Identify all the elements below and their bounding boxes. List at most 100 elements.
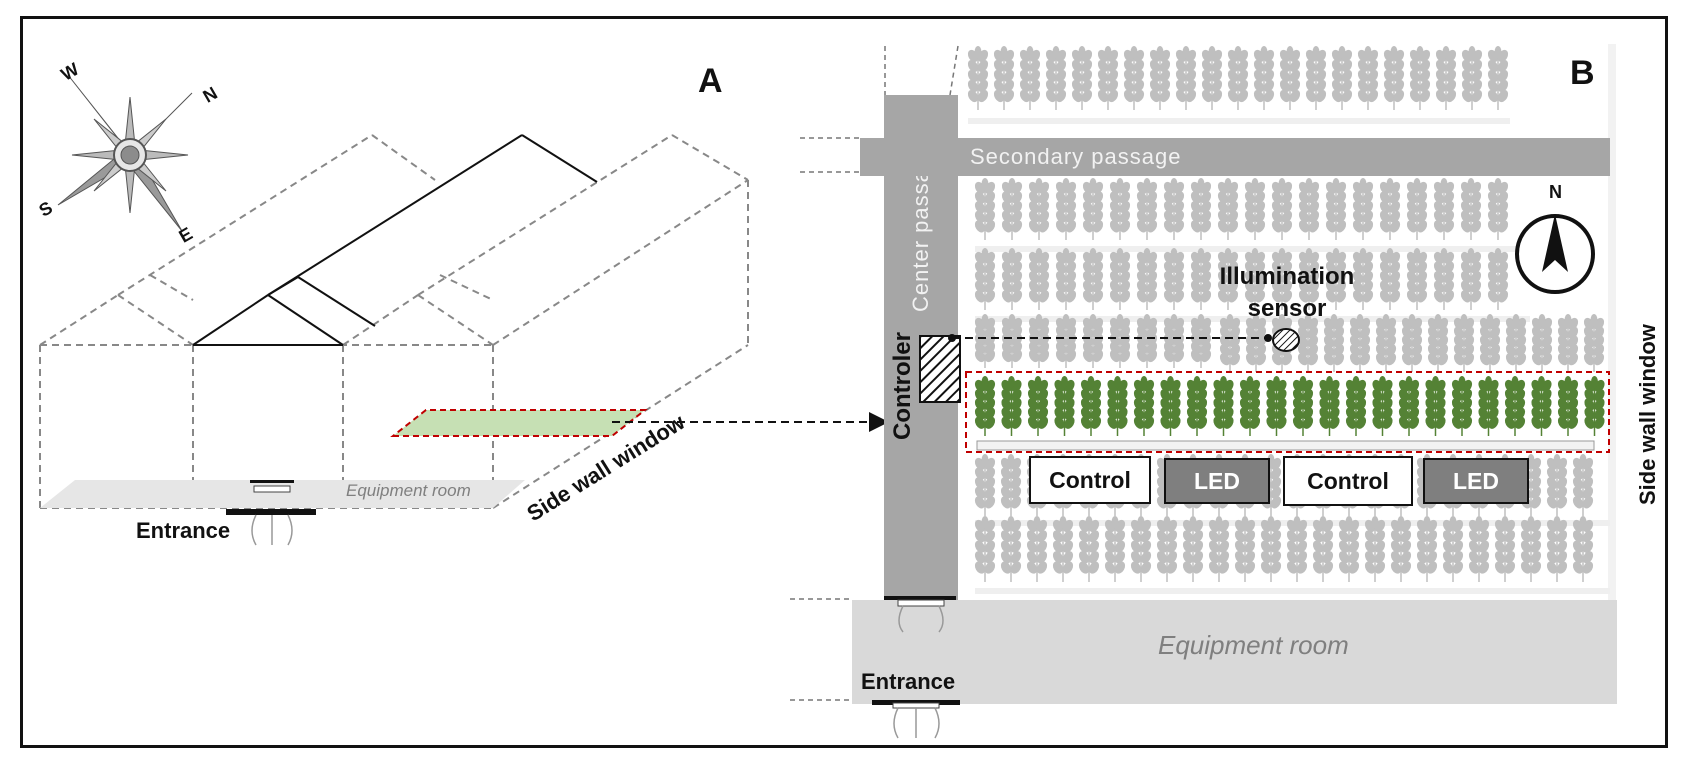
plant-icon — [1460, 248, 1482, 310]
plant-icon — [1409, 46, 1431, 110]
plant-icon — [974, 516, 996, 582]
greenhouse-center-bay — [192, 134, 598, 346]
entrance-door-icon-a — [226, 480, 316, 546]
side-wall-window-label-b: Side wall window — [1635, 323, 1660, 505]
plant-icon — [1080, 376, 1102, 436]
plant-icon — [1244, 178, 1266, 240]
plant-bench — [975, 588, 1610, 594]
plant-icon — [1136, 314, 1158, 368]
plant-icon — [1186, 376, 1208, 436]
compass-e-label: E — [176, 223, 196, 246]
plant-icon — [1451, 376, 1473, 436]
panel-b: B Equipment room Center passage Secondar… — [790, 44, 1660, 739]
treatment-box-3 — [1283, 456, 1413, 506]
plant-icon — [1557, 314, 1579, 372]
plant-icon — [1297, 314, 1319, 372]
plant-icon — [1531, 314, 1553, 372]
treatment-box-1 — [1029, 456, 1151, 504]
plant-icon — [1460, 178, 1482, 240]
plant-icon — [1478, 376, 1499, 436]
treatment-label-3: Control — [1307, 468, 1389, 494]
plant-icon — [1298, 178, 1320, 240]
row-bench — [976, 440, 1595, 451]
plant-icon — [974, 178, 996, 240]
plant-icon — [1319, 376, 1340, 436]
entrance-label-b: Entrance — [861, 669, 955, 694]
plant-icon — [1133, 376, 1155, 436]
controller-box — [919, 335, 961, 403]
plant-icon — [1325, 178, 1347, 240]
plant-icon — [1271, 178, 1293, 240]
plant-icon — [1557, 376, 1579, 436]
plant-icon — [1001, 314, 1023, 368]
plant-icon — [1190, 314, 1212, 368]
panel-a: A W N S E — [36, 59, 889, 546]
plant-icon — [1123, 46, 1145, 110]
plant-icon — [1245, 314, 1267, 372]
plant-icon — [1082, 314, 1104, 368]
plant-icon — [1027, 376, 1049, 436]
illumination-sensor-label-line2: sensor — [1248, 295, 1327, 322]
plant-icon — [1149, 46, 1171, 110]
plant-icon — [1416, 516, 1438, 582]
treatment-box-4 — [1423, 458, 1529, 504]
plant-icon — [1406, 178, 1428, 240]
plant-icon — [974, 376, 996, 436]
plant-icon — [1286, 516, 1308, 582]
plant-icon — [1136, 248, 1158, 310]
panel-b-letter: B — [1570, 54, 1595, 92]
plant-icon — [1298, 248, 1320, 310]
plant-icon — [1345, 376, 1367, 436]
controller-label: Controler — [889, 332, 916, 440]
plant-icon — [1572, 516, 1594, 582]
plant-icon — [1375, 314, 1397, 372]
plant-icon — [1190, 178, 1212, 240]
treatment-box-2 — [1164, 458, 1270, 504]
entrance-door-icon-b — [872, 596, 960, 739]
plant-icon — [1208, 516, 1230, 582]
plant-icon — [1028, 314, 1050, 368]
plant-icon — [1163, 314, 1185, 368]
plant-icon — [1045, 46, 1067, 110]
plant-icon — [1435, 46, 1457, 110]
north-label: N — [1549, 182, 1562, 202]
plant-icon — [1468, 516, 1490, 582]
secondary-passage — [860, 138, 1610, 176]
plant-icon — [1520, 516, 1542, 582]
plant-icon — [1383, 46, 1405, 110]
plant-icon — [1494, 516, 1516, 582]
plant-icon — [1433, 178, 1455, 240]
plant-icon — [1271, 248, 1293, 310]
side-wall-b — [1608, 44, 1616, 704]
plant-bench — [975, 316, 1530, 322]
plant-icon — [1163, 248, 1185, 310]
plant-icon — [1279, 46, 1301, 110]
plant-icon — [1338, 516, 1360, 582]
experimental-row-highlight — [965, 371, 1610, 453]
plant-icon — [1217, 178, 1239, 240]
plant-icon — [1019, 46, 1041, 110]
plant-icon — [1000, 516, 1022, 582]
plant-icon — [1109, 314, 1131, 368]
plant-icon — [974, 454, 996, 516]
plant-icon — [1001, 178, 1023, 240]
compass-s-label: S — [36, 197, 56, 220]
plant-icon — [1461, 46, 1483, 110]
plant-icon — [1505, 314, 1527, 372]
illumination-sensor-label-line1: Illumination — [1220, 263, 1355, 290]
plant-icon — [1325, 248, 1347, 310]
plant-icon — [1406, 248, 1428, 310]
plant-icon — [1156, 516, 1178, 582]
plant-icon — [1217, 248, 1239, 310]
plant-icon — [1175, 46, 1197, 110]
plant-icon — [1504, 376, 1526, 436]
illumination-sensor-icon — [1272, 328, 1300, 352]
plant-icon — [1352, 248, 1374, 310]
plant-icon — [993, 46, 1015, 110]
plant-icon — [1531, 376, 1552, 436]
plant-icon — [1312, 516, 1334, 582]
plant-icon — [1097, 46, 1119, 110]
plant-icon — [1000, 454, 1022, 516]
plant-bench — [968, 118, 1510, 124]
